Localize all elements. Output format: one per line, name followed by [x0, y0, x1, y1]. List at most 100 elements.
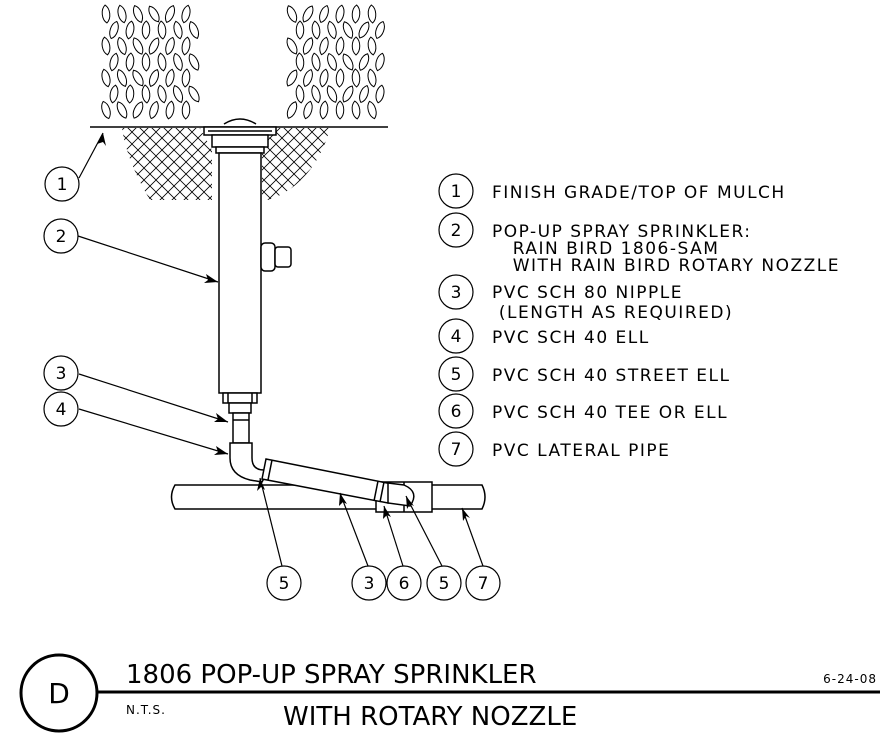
svg-text:5: 5 [439, 574, 450, 594]
shrub-leaf [186, 51, 202, 73]
shrub-leaf [372, 19, 388, 41]
svg-text:6: 6 [451, 402, 462, 422]
legend-item-6: 6 PVC SCH 40 TEE OR ELL [438, 393, 728, 429]
svg-text:(LENGTH AS REQUIRED): (LENGTH AS REQUIRED) [492, 303, 733, 323]
nipple-riser [232, 412, 250, 444]
svg-text:3: 3 [56, 364, 67, 384]
sprinkler-cap [203, 118, 277, 154]
svg-text:1: 1 [451, 182, 462, 202]
svg-text:6: 6 [399, 574, 410, 594]
legend-item-2: 2 POP-UP SPRAY SPRINKLER: RAIN BIRD 1806… [438, 212, 838, 276]
title-line-2: WITH ROTARY NOZZLE [283, 702, 577, 732]
svg-text:PVC SCH 40 STREET ELL: PVC SCH 40 STREET ELL [492, 366, 730, 386]
shrub-leaf [170, 83, 186, 105]
shrub-leaf [373, 83, 387, 105]
shrub-leaf [115, 3, 129, 25]
shrub-leaf [300, 67, 316, 89]
svg-text:POP-UP SPRAY SPRINKLER:: POP-UP SPRAY SPRINKLER: [492, 222, 751, 242]
shrub-leaf [124, 19, 136, 41]
shrub-leaf [316, 3, 332, 25]
shrub-leaf [179, 3, 193, 25]
shrub-leaf [180, 68, 192, 88]
shrub-leaf [325, 19, 339, 41]
shrub-leaf [373, 51, 387, 73]
shrub-leaf [100, 35, 112, 57]
shrub-leaf [141, 20, 151, 40]
shrub-leaf [163, 35, 177, 57]
svg-text:2: 2 [56, 227, 67, 247]
title-line-1: 1806 POP-UP SPRAY SPRINKLER [126, 660, 537, 690]
left-callouts: 1 2 3 4 [43, 166, 80, 427]
shrub-leaf [107, 19, 121, 41]
soil-section [122, 128, 212, 200]
legend-item-4: 4 PVC SCH 40 ELL [438, 318, 650, 354]
shrub-leaf [186, 19, 202, 41]
detail-letter: D [48, 677, 70, 710]
shrub-leaf [356, 51, 372, 73]
callout-3: 3 [43, 355, 79, 391]
shrub-leaf [163, 67, 177, 89]
svg-text:7: 7 [451, 440, 462, 460]
shrub-leaf [333, 3, 347, 25]
svg-text:RAIN BIRD 1806-SAM: RAIN BIRD 1806-SAM [492, 239, 719, 259]
shrub-leaf [145, 3, 163, 25]
shrub-leaf [310, 20, 322, 40]
shrub-left [99, 3, 203, 121]
shrub-leaf [129, 67, 147, 89]
shrub-leaf [301, 99, 315, 121]
legend-item-1: 1 FINISH GRADE/TOP OF MULCH [438, 173, 784, 209]
shrub-leaf [351, 4, 361, 24]
shrub-leaf [156, 20, 168, 40]
svg-text:3: 3 [451, 283, 462, 303]
shrub-leaf [335, 68, 345, 88]
shrub-leaf [181, 100, 191, 120]
svg-text:3: 3 [364, 574, 375, 594]
shrub-leaf [147, 99, 161, 121]
shrub-leaf [318, 100, 330, 120]
shrub-leaf [99, 67, 113, 89]
svg-text:5: 5 [279, 574, 290, 594]
svg-text:PVC SCH 40 TEE OR ELL: PVC SCH 40 TEE OR ELL [492, 403, 728, 423]
shrub-leaf [309, 51, 323, 73]
shrub-leaf [339, 51, 357, 73]
shrub-leaf [283, 67, 301, 89]
shrub-leaf [367, 4, 377, 24]
shrub-leaf [185, 83, 203, 105]
shrub-leaf [108, 83, 120, 105]
svg-text:PVC SCH 40 ELL: PVC SCH 40 ELL [492, 328, 650, 348]
shrub-leaf [324, 83, 340, 105]
callout-1: 1 [44, 166, 80, 202]
soil-section-right [262, 128, 330, 200]
shrub-leaf [130, 99, 146, 121]
shrub-leaf [146, 67, 162, 89]
shrub-leaf [130, 3, 146, 25]
shrub-leaf [334, 36, 346, 56]
callout-2: 2 [43, 218, 79, 254]
shrub-leaf [100, 4, 112, 24]
legend-item-7: 7 PVC LATERAL PIPE [438, 431, 669, 467]
shrub-leaf [295, 20, 305, 40]
shrub-leaf [130, 35, 146, 57]
shrub-leaf [365, 67, 379, 89]
legend: 1 FINISH GRADE/TOP OF MULCH 2 POP-UP SPR… [438, 173, 838, 467]
shrub-leaf [294, 84, 306, 104]
shrub-right [283, 3, 388, 121]
shrub-leaf [99, 99, 113, 121]
callout-bottom-7: 7 [465, 565, 501, 601]
shrub-leaf [300, 35, 316, 57]
shrub-leaf [366, 36, 378, 56]
bottom-callouts: 5 3 6 5 7 [266, 565, 501, 601]
shrub-leaf [162, 3, 178, 25]
title-block: D 1806 POP-UP SPRAY SPRINKLER WITH ROTAR… [19, 653, 880, 733]
callout-bottom-5a: 5 [266, 565, 302, 601]
shrub-leaf [335, 100, 345, 120]
shrub-leaf [351, 36, 361, 56]
callout-bottom-5b: 5 [426, 565, 462, 601]
shrub-leaf [299, 3, 317, 25]
shrub-leaf [155, 83, 169, 105]
shrub-leaf [140, 84, 152, 104]
shrub-leaf [284, 99, 300, 121]
shrub-leaf [114, 67, 130, 89]
revision-date: 6-24-08 [823, 672, 877, 686]
